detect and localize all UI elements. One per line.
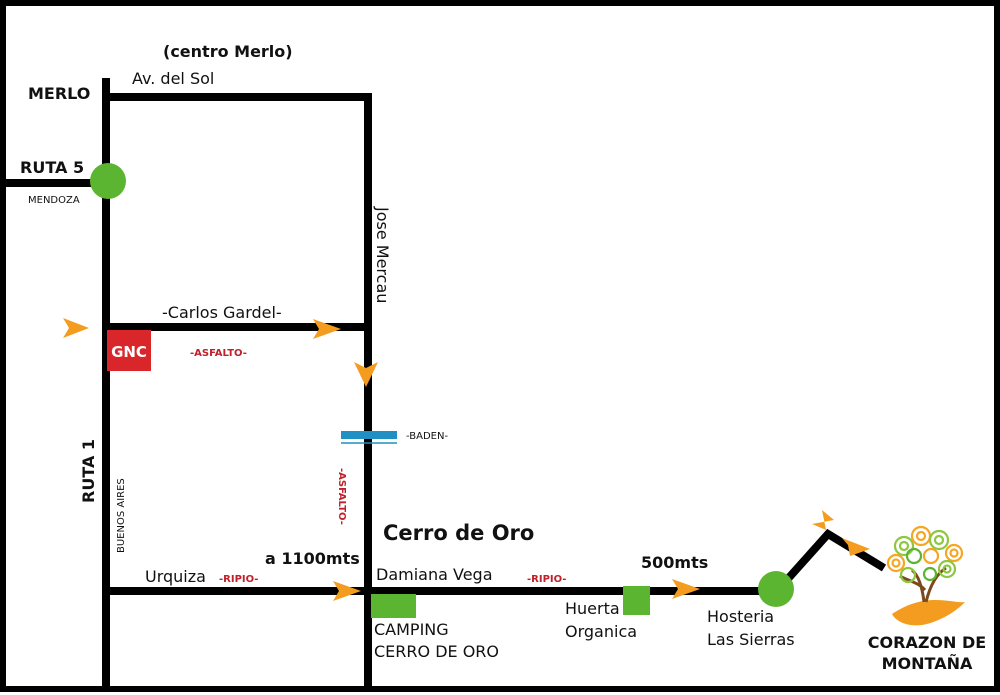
direction-arrows xyxy=(63,318,870,601)
huerta-marker xyxy=(623,586,650,615)
av-del-sol-label: Av. del Sol xyxy=(132,69,214,88)
cerro-de-oro-label: Cerro de Oro xyxy=(383,521,534,545)
baden-marker xyxy=(341,431,397,444)
arrow-icon xyxy=(812,510,834,530)
corazon-label-line1: CORAZON DE xyxy=(868,633,986,652)
corazon-label-line2: MONTAÑA xyxy=(882,654,973,673)
arrow-icon xyxy=(63,318,89,338)
hosteria-label-line1: Hosteria xyxy=(707,607,774,626)
merlo-label: MERLO xyxy=(28,84,90,103)
distance-500-label: 500mts xyxy=(641,553,708,572)
camping-marker xyxy=(371,594,416,618)
baden-label: -BADEN- xyxy=(406,431,448,442)
jose-mercau-label: Jose Mercau xyxy=(373,206,392,303)
gnc-marker xyxy=(107,330,151,371)
huerta-label-line1: Huerta xyxy=(565,599,620,618)
ripio-label-1: -RIPIO- xyxy=(219,574,258,585)
asfalto-label-1: -ASFALTO- xyxy=(190,348,247,359)
road-to-corazon xyxy=(774,528,887,594)
damiana-vega-label: Damiana Vega xyxy=(376,565,493,584)
camping-label-line2: CERRO DE ORO xyxy=(374,642,499,661)
gnc-label[interactable]: GNC xyxy=(111,343,147,361)
camping-label-line1: CAMPING xyxy=(374,620,449,639)
asfalto-label-2: -ASFALTO- xyxy=(336,468,347,525)
tree-logo-icon xyxy=(886,525,965,626)
ripio-label-2: -RIPIO- xyxy=(527,574,566,585)
ruta1-label: RUTA 1 xyxy=(79,439,98,503)
ruta5-junction-marker xyxy=(90,163,126,199)
hosteria-marker xyxy=(758,571,794,607)
ruta5-label: RUTA 5 xyxy=(20,158,84,177)
arrow-icon xyxy=(354,362,378,387)
arrow-icon xyxy=(313,319,341,339)
hosteria-label-line2: Las Sierras xyxy=(707,630,795,649)
centro-merlo-label: (centro Merlo) xyxy=(163,42,293,61)
arrow-icon xyxy=(333,581,361,601)
mendoza-label: MENDOZA xyxy=(28,195,80,206)
distance-1100-label: a 1100mts xyxy=(265,549,360,568)
carlos-gardel-label: -Carlos Gardel- xyxy=(162,303,282,322)
roads xyxy=(3,78,887,689)
urquiza-label: Urquiza xyxy=(145,567,206,586)
arrow-icon xyxy=(842,538,870,556)
arrow-icon xyxy=(672,579,700,599)
huerta-label-line2: Organica xyxy=(565,622,637,641)
buenos-aires-label: BUENOS AIRES xyxy=(116,478,127,553)
